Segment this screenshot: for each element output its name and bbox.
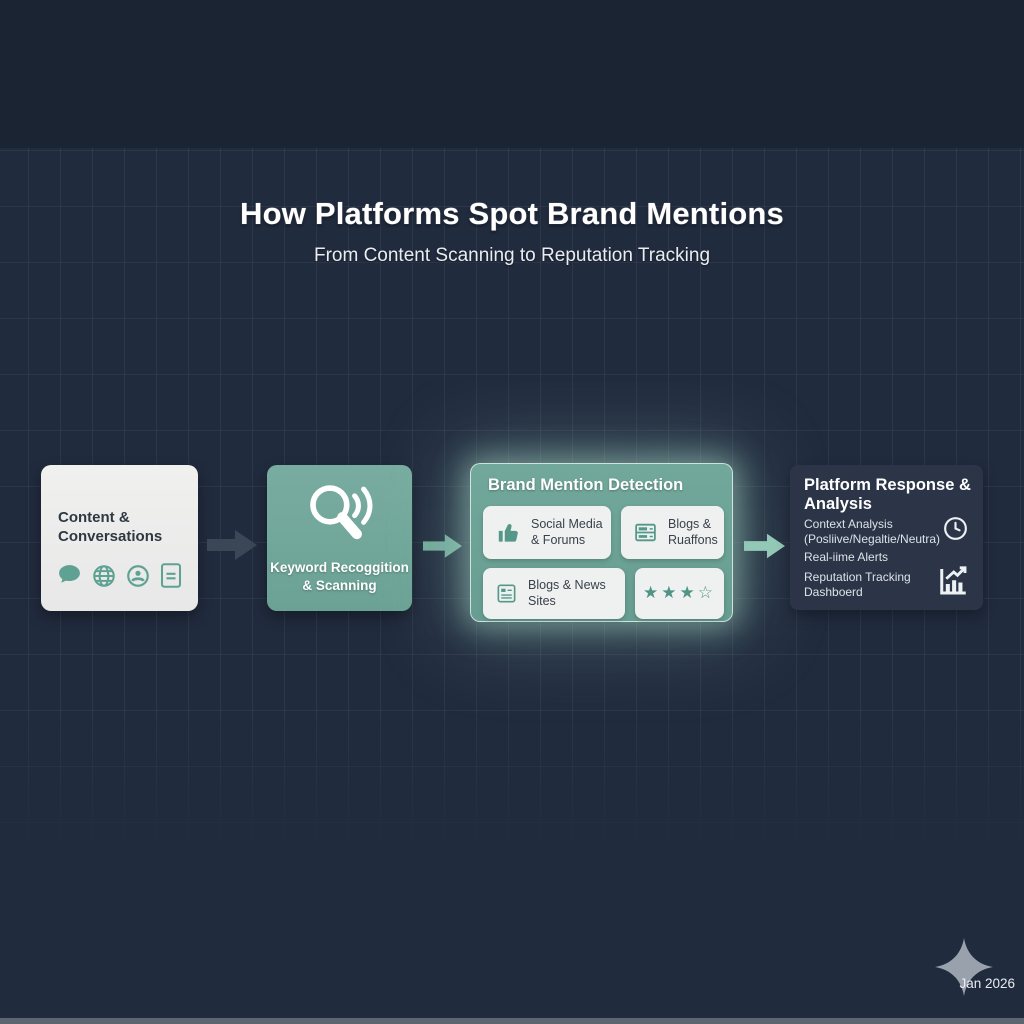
chat-bubble-icon <box>56 563 83 588</box>
date-label: Jan 2026 <box>959 976 1015 991</box>
card-blogs-news-sites: Blogs & News Sites <box>483 568 625 619</box>
teal-arrow-icon <box>423 534 462 558</box>
chart-growth-icon <box>935 563 971 604</box>
real-time-alerts-item: Real-iime Alerts <box>804 550 889 564</box>
card-label: Social Media & Forums <box>531 516 603 547</box>
header: How Platforms Spot Brand Mentions From C… <box>0 196 1024 267</box>
star-rating-icon: ★★★☆ <box>643 582 716 603</box>
document-icon <box>159 562 183 589</box>
card-blogs-platforms: Blogs & Ruaffons <box>621 506 724 559</box>
bottom-edge-strip <box>0 1018 1024 1024</box>
user-circle-icon <box>125 563 151 589</box>
card-star-rating: ★★★☆ <box>635 568 724 619</box>
card-label: Blogs & Ruaffons <box>668 516 718 547</box>
item-line: (Posliive/Negaltie/Neutra) <box>804 531 941 546</box>
step1-icon-row <box>56 562 183 589</box>
globe-icon <box>91 563 117 589</box>
card-social-media-forums: Social Media & Forums <box>483 506 611 559</box>
grid-fade <box>0 700 1024 880</box>
news-image-icon <box>495 582 518 605</box>
step2-title: Keyword Recoggition & Scanning <box>270 560 409 593</box>
page-title: How Platforms Spot Brand Mentions <box>240 196 784 231</box>
step1-title: Content & Conversations <box>58 509 163 545</box>
item-line: Reputation Tracking <box>804 570 911 584</box>
step-keyword-scanning: Keyword Recoggition & Scanning <box>267 465 412 611</box>
context-analysis-item: Context Analysis (Posliive/Negaltie/Neut… <box>804 517 940 546</box>
clock-icon <box>942 515 969 547</box>
sparkle-icon <box>935 938 993 1001</box>
step-platform-response-analysis: Platform Response & Analysis Context Ana… <box>790 465 983 610</box>
step4-title: Platform Response & Analysis <box>804 476 971 513</box>
step3-title: Brand Mention Detection <box>488 476 684 494</box>
mint-arrow-icon <box>744 533 785 559</box>
search-signal-icon <box>304 479 376 556</box>
dark-arrow-icon <box>207 530 257 560</box>
browser-window-icon <box>633 520 658 545</box>
item-line: Dashboerd <box>804 584 863 599</box>
top-band <box>0 0 1024 148</box>
step-content-conversations: Content & Conversations <box>41 465 198 611</box>
page-subtitle: From Content Scanning to Reputation Trac… <box>313 245 711 266</box>
step-brand-mention-detection: Brand Mention Detection Social Media & F… <box>470 463 733 622</box>
thumbs-up-icon <box>495 520 521 546</box>
reputation-tracking-item: Reputation Tracking Dashboerd <box>804 570 911 599</box>
card-label: Blogs & News Sites <box>528 577 606 608</box>
item-line: Context Analysis <box>804 517 893 531</box>
